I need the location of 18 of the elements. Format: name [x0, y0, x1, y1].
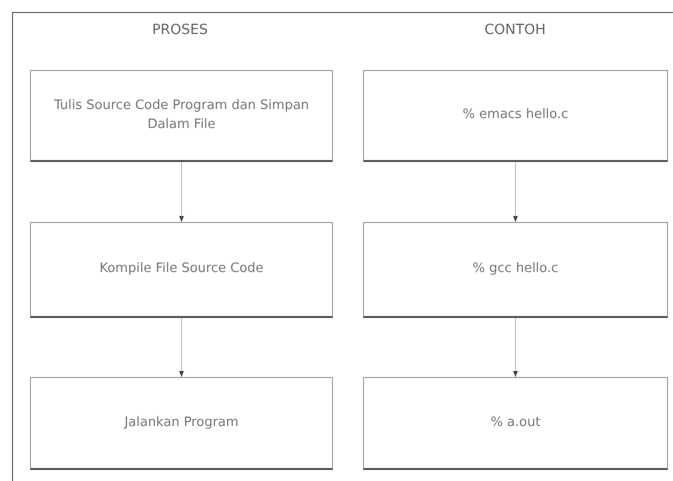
box-text: Kompile File Source Code	[98, 260, 265, 278]
box-text: % emacs hello.c	[462, 106, 570, 124]
process-box	[363, 222, 668, 318]
box-text: Jalankan Program	[122, 414, 240, 432]
column-heading: CONTOH	[484, 22, 546, 38]
process-box	[30, 70, 333, 162]
arrow	[513, 162, 518, 222]
arrow	[179, 318, 184, 378]
process-box	[363, 377, 668, 470]
arrow	[513, 318, 518, 378]
box-text: % gcc hello.c	[472, 260, 560, 278]
box-text: Tulis Source Code Program dan Simpan Dalam File	[52, 97, 310, 134]
process-box	[30, 377, 333, 470]
process-box	[363, 70, 668, 162]
column-heading: PROSES	[152, 22, 208, 38]
arrow	[179, 162, 184, 222]
box-text: % a.out	[490, 414, 542, 432]
process-box	[30, 222, 333, 318]
